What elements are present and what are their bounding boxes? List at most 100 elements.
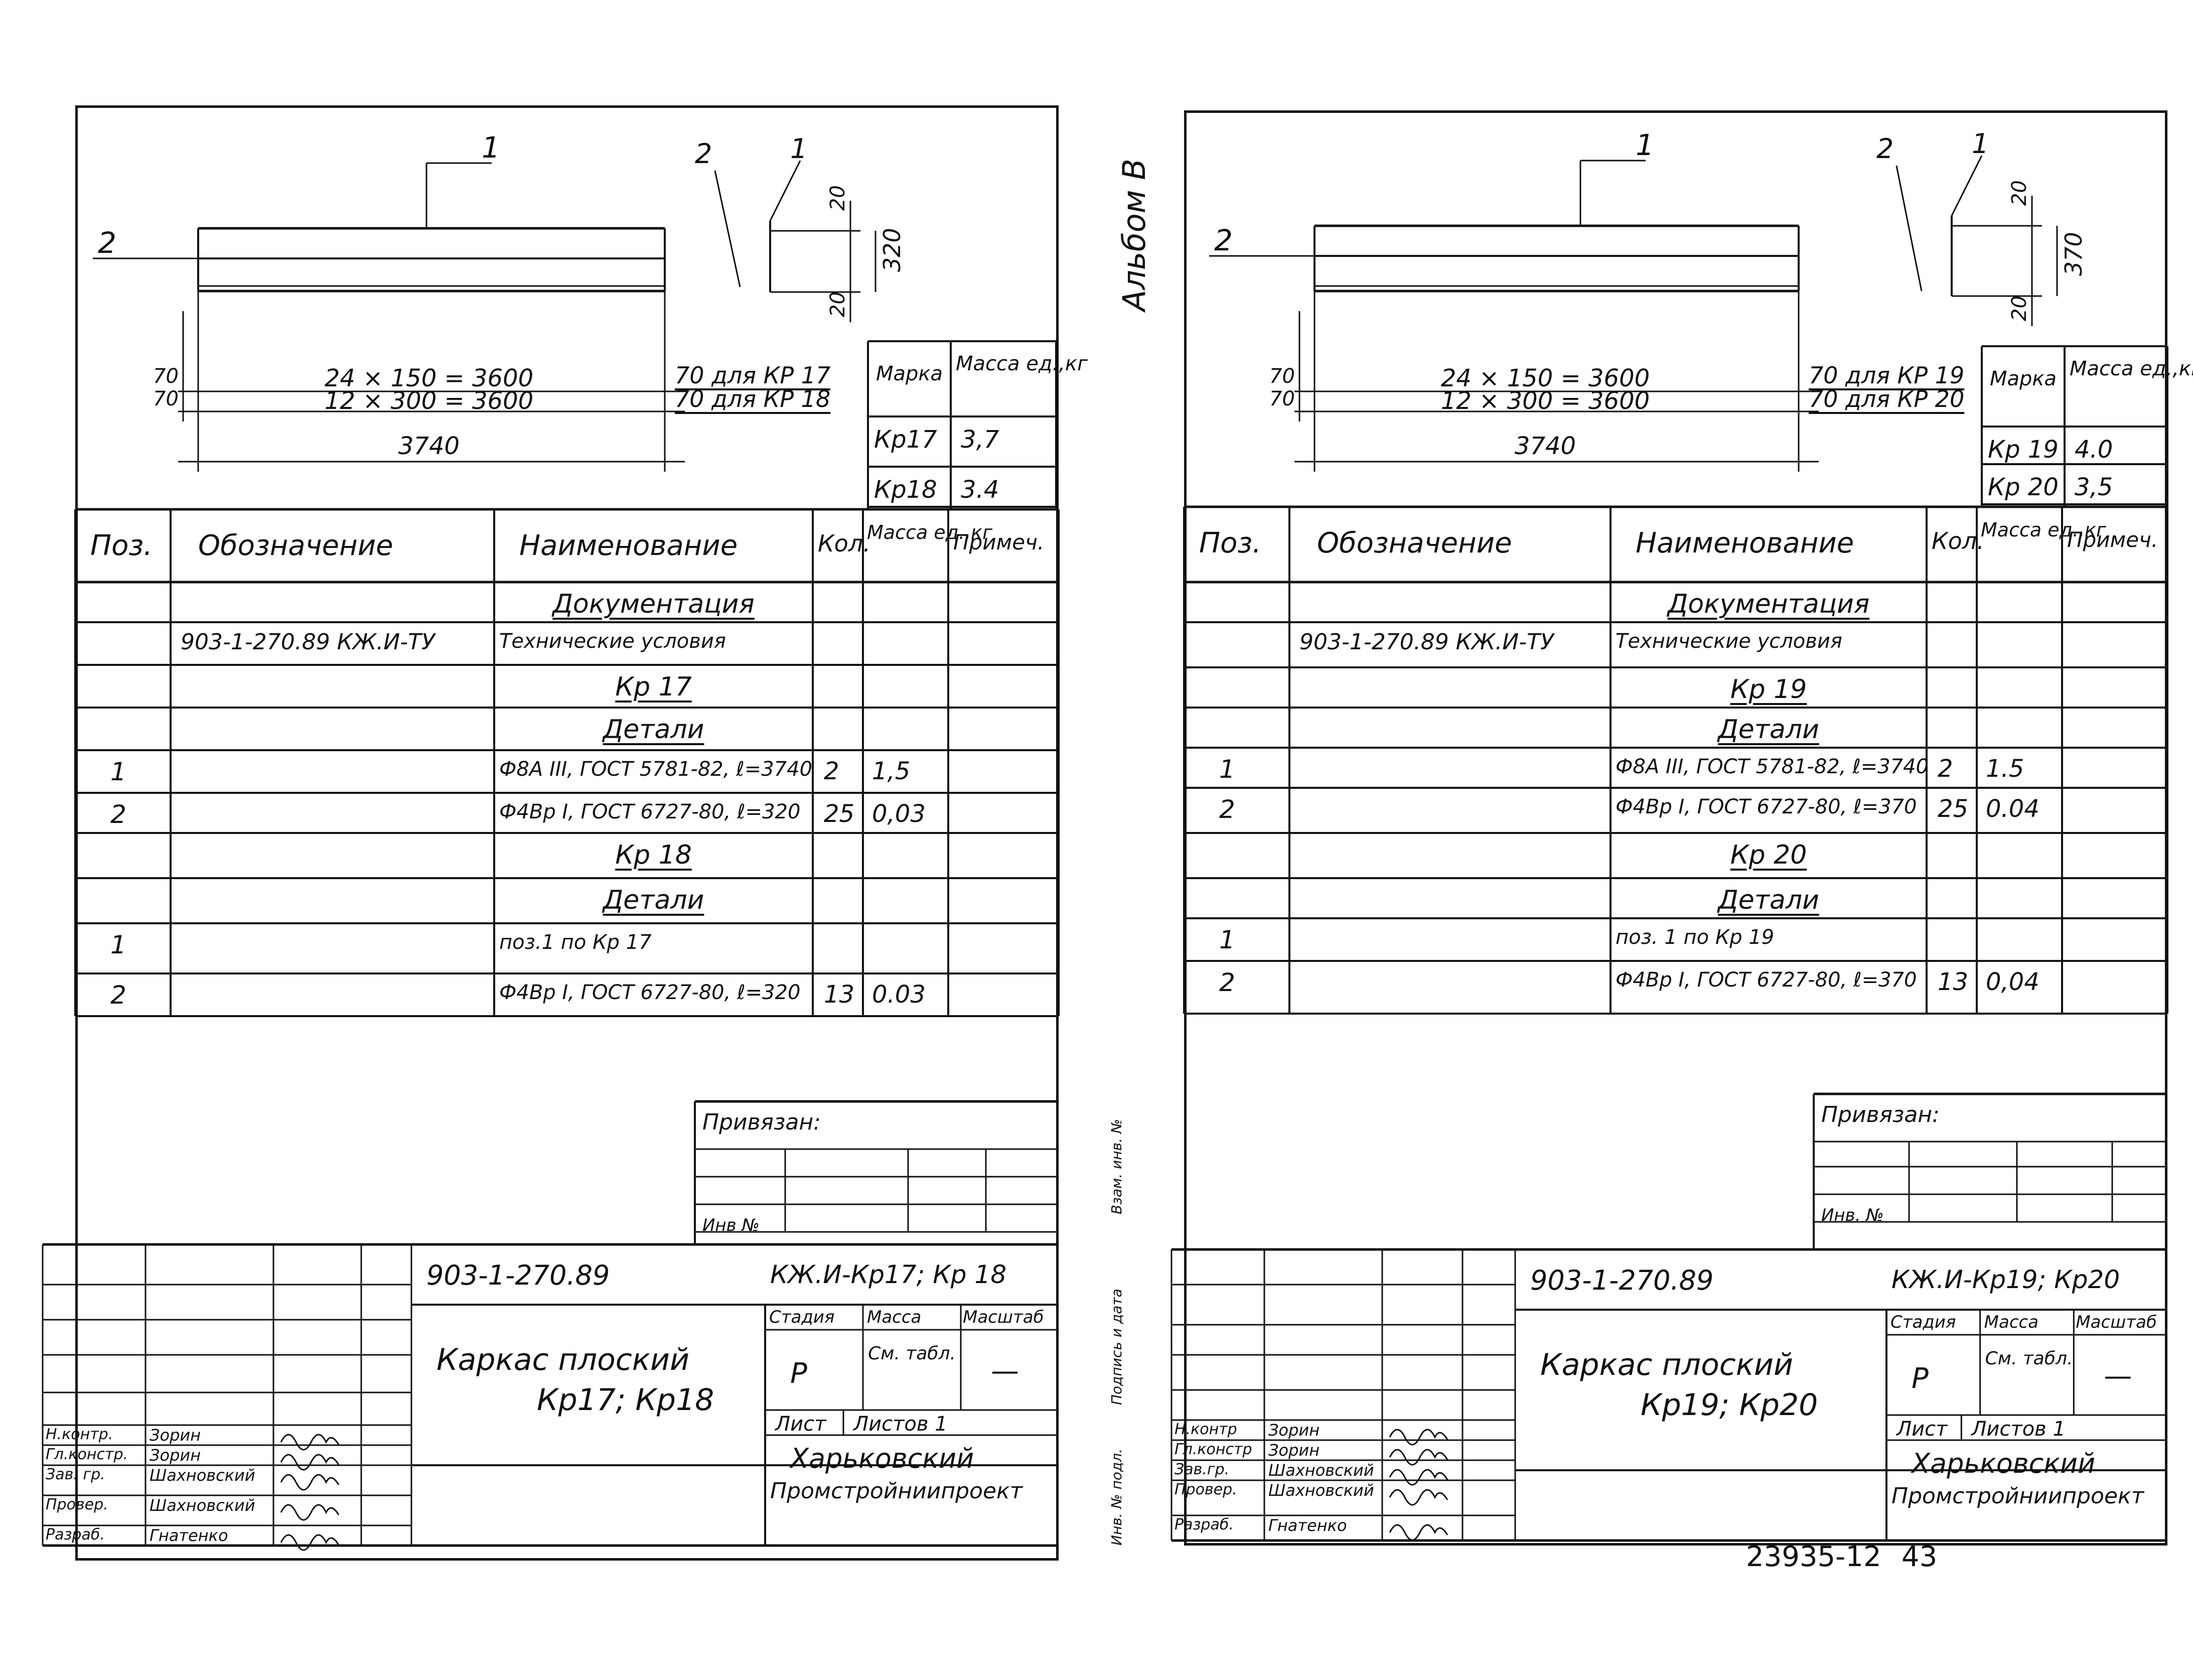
right-row-3-name: Детали	[1718, 715, 1819, 745]
right-signature-1	[1389, 1449, 1448, 1466]
left-person-3-role: Провер.	[46, 1496, 108, 1513]
left-hdr-mass: Масса ед.,кг	[867, 521, 992, 543]
right-row-1-des: 903-1-270.89 КЖ.И-ТУ	[1299, 629, 1554, 655]
right-section-callout-1: 1	[1972, 128, 1989, 160]
left-sheet-h: Лист	[775, 1413, 826, 1436]
right-scale-v: —	[2104, 1360, 2132, 1392]
right-sheet-h: Лист	[1896, 1418, 1948, 1441]
right-sheets-h: Листов 1	[1971, 1418, 2066, 1441]
left-section-callout-2: 2	[695, 138, 712, 170]
right-mark-header: Марка	[1989, 367, 2057, 390]
left-row-4-mass: 1,5	[872, 757, 911, 785]
left-signature-0	[280, 1434, 340, 1451]
right-mark-0: Кр 19	[1988, 436, 2059, 464]
left-doc-code: КЖ.И-Кр17; Кр 18	[770, 1260, 1007, 1289]
left-hdr-name: Наименование	[519, 529, 738, 562]
right-person-3-role: Провер.	[1175, 1481, 1237, 1498]
left-row-0-name: Документация	[552, 589, 755, 619]
right-person-3-name: Шахновский	[1268, 1481, 1374, 1500]
left-person-3-name: Шахновский	[150, 1496, 255, 1515]
left-signature-3	[280, 1504, 340, 1521]
left-row-4-pos: 1	[110, 757, 126, 786]
left-row-7-name: Детали	[603, 885, 704, 915]
side-stamp-sign: Подпись и дата	[1108, 1289, 1125, 1405]
right-signature-3	[1389, 1489, 1448, 1506]
left-privyazan: Привязан:	[702, 1109, 821, 1135]
album-label: Альбом В	[1116, 159, 1152, 311]
right-row-4-name: Ф8А III, ГОСТ 5781-82, ℓ=3740	[1616, 755, 1929, 778]
right-dim-total: 3740	[1514, 432, 1576, 460]
right-note-2: 70 для КР 20	[1809, 385, 1965, 412]
right-doc-no: 903-1-270.89	[1530, 1265, 1714, 1296]
right-inv-no: Инв. №	[1821, 1205, 1884, 1225]
left-hdr-designation: Обозначение	[198, 529, 393, 562]
right-mass-v: См. табл.	[1985, 1348, 2073, 1369]
left-section-callout-1: 1	[790, 133, 808, 165]
left-dim-70-b: 70	[153, 387, 179, 410]
left-mark-mass-1: 3.4	[961, 476, 999, 504]
right-row-1-name: Технические условия	[1616, 630, 1842, 653]
right-doc-code: КЖ.И-Кр19; Кр20	[1891, 1265, 2120, 1294]
left-stage: Р	[790, 1357, 807, 1390]
page-number: 43	[1902, 1541, 1938, 1573]
right-title-2: Кр19; Кр20	[1641, 1387, 1818, 1423]
left-row-9-qty: 13	[824, 981, 855, 1009]
left-mark-0: Кр17	[874, 426, 937, 454]
left-mass-v: См. табл.	[868, 1343, 956, 1364]
right-signature-4	[1389, 1524, 1448, 1541]
left-row-9-pos: 2	[110, 981, 126, 1010]
side-stamp-inv: Инв. № подл.	[1108, 1448, 1125, 1546]
right-person-1-name: Зорин	[1268, 1441, 1320, 1460]
right-row-5-pos: 2	[1219, 795, 1235, 824]
right-callout-2: 2	[1214, 223, 1233, 257]
left-person-4-role: Разраб.	[46, 1526, 105, 1544]
left-row-1-des: 903-1-270.89 КЖ.И-ТУ	[181, 629, 435, 655]
right-dim-70-a: 70	[1269, 365, 1295, 388]
right-row-9-pos: 2	[1219, 968, 1235, 997]
left-dim-20-bottom: 20	[826, 292, 849, 317]
right-stage-h: Стадия	[1890, 1312, 1956, 1332]
left-person-0-name: Зорин	[150, 1426, 201, 1445]
left-mark-1: Кр18	[874, 476, 937, 504]
left-person-2-name: Шахновский	[150, 1466, 255, 1485]
left-row-8-name: поз.1 по Кр 17	[499, 931, 652, 954]
right-row-8-name: поз. 1 по Кр 19	[1616, 926, 1775, 949]
right-hdr-qty: Кол.	[1932, 527, 1984, 554]
right-person-4-name: Гнатенко	[1268, 1516, 1347, 1535]
left-mark-mass-0: 3,7	[961, 426, 999, 454]
right-sheet	[1184, 110, 2167, 1546]
left-title-2: Кр17; Кр18	[537, 1382, 714, 1418]
left-person-1-name: Зорин	[150, 1446, 201, 1465]
right-dim-20-top: 20	[2008, 180, 2031, 206]
right-org-1: Харьковский	[1912, 1448, 2096, 1479]
right-mark-mass-1: 3,5	[2075, 473, 2113, 501]
left-dim-total: 3740	[398, 432, 460, 460]
right-mark-mass-header: Масса ед.,кг	[2070, 357, 2193, 380]
left-org-2: Промстройниипроект	[770, 1478, 1023, 1504]
left-dim-height: 320	[879, 228, 906, 272]
right-stage: Р	[1912, 1362, 1929, 1395]
right-dim-70-b: 70	[1269, 387, 1295, 410]
left-dim-row-2: 12 × 300 = 3600	[324, 387, 534, 415]
right-row-9-mass: 0,04	[1986, 968, 2039, 996]
left-row-5-mass: 0,03	[872, 800, 926, 828]
right-row-5-qty: 25	[1938, 795, 1969, 823]
left-inv-no: Инв №	[702, 1215, 760, 1235]
left-row-6-name: Кр 18	[615, 840, 692, 870]
right-hdr-pos: Поз.	[1199, 527, 1261, 559]
right-row-5-mass: 0.04	[1986, 795, 2039, 823]
left-row-4-qty: 2	[824, 757, 839, 785]
right-row-6-name: Кр 20	[1730, 840, 1807, 870]
right-callout-1: 1	[1636, 128, 1654, 162]
right-mark-mass-0: 4.0	[2075, 436, 2113, 464]
sheet-code: 23935-12	[1746, 1541, 1881, 1573]
right-person-1-role: Гл.констр	[1175, 1441, 1252, 1458]
right-hdr-note: Примеч.	[2067, 527, 2158, 552]
left-mark-mass-header: Масса ед.,кг	[956, 352, 1088, 375]
left-mark-header: Марка	[875, 362, 943, 385]
right-row-5-name: Ф4Вр I, ГОСТ 6727-80, ℓ=370	[1616, 795, 1917, 818]
right-signature-2	[1389, 1469, 1448, 1486]
right-row-4-mass: 1.5	[1986, 755, 2024, 783]
